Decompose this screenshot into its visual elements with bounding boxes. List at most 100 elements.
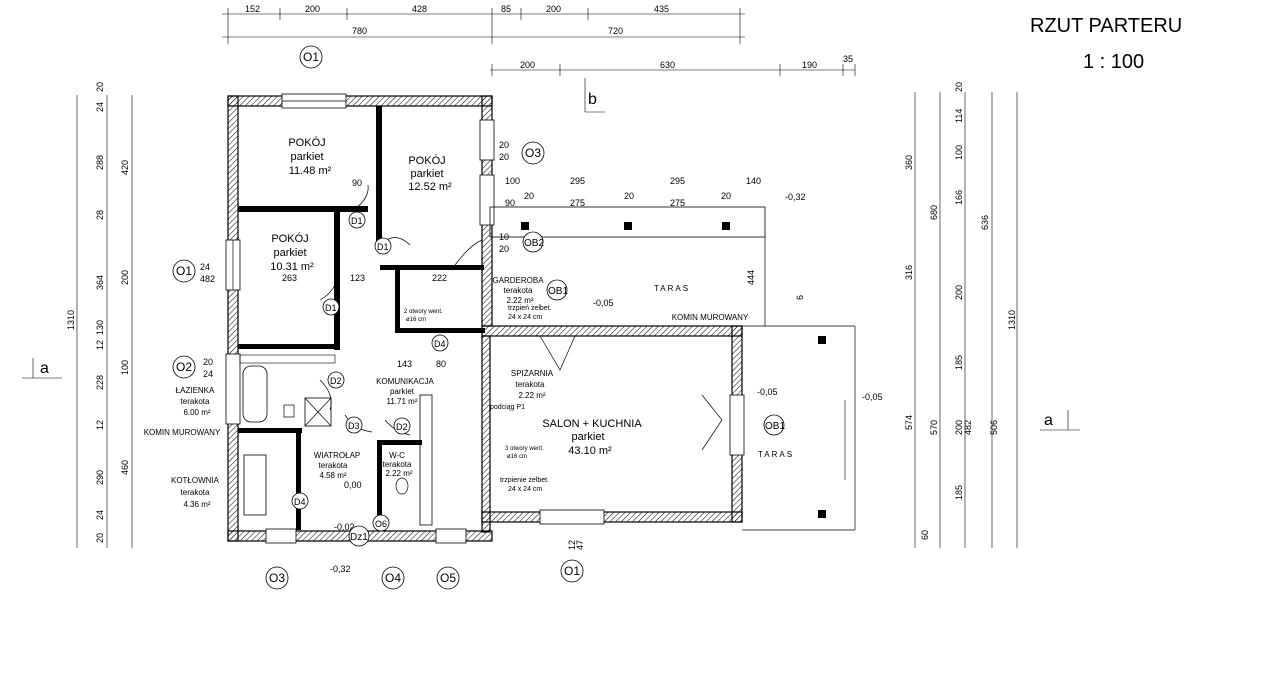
dim-misc-9: 20 xyxy=(203,357,213,367)
room-8-finish: parkiet xyxy=(571,431,604,443)
interior-dimensions: 100 295 295 140 90 275 275 20 20 20 90 2… xyxy=(200,140,805,550)
dim-left-in-3: 288 xyxy=(95,155,105,170)
room-2-finish: parkiet xyxy=(410,168,443,180)
room-10-finish: terakota xyxy=(383,460,412,469)
trzpien-label-2: trzpienie żelbet. xyxy=(500,477,549,484)
komin-label-left: KOMIN MUROWANY xyxy=(144,428,221,437)
dim-right-a-9: 200 xyxy=(954,420,964,435)
dim-top-6: 435 xyxy=(654,4,669,14)
dim-right-c-3: 574 xyxy=(904,415,914,430)
dim-misc-4: 263 xyxy=(282,273,297,283)
tag-o3-bottom: O3 xyxy=(269,571,285,585)
dim-left-in-11: 24 xyxy=(95,510,105,520)
dim-taras-top-2: 295 xyxy=(570,176,585,186)
tag-ob1-a: OB1 xyxy=(548,286,568,297)
dim-misc-22: 6 xyxy=(795,295,805,300)
dim-top-9: 200 xyxy=(520,60,535,70)
room-3-name: POKÓJ xyxy=(271,232,308,245)
left-dimensions: 1310 420 200 100 460 20 24 288 28 364 13… xyxy=(66,82,133,548)
room-4-finish: terakota xyxy=(181,397,210,406)
tag-o1-left: O1 xyxy=(176,264,192,278)
dim-left-in-9: 12 xyxy=(95,420,105,430)
trzpien-label-1b: 24 x 24 cm xyxy=(508,314,542,321)
dim-left-in-6: 130 xyxy=(95,320,105,335)
went-label-1b: ø16 cm xyxy=(406,317,426,323)
room-5-finish: parkiet xyxy=(390,387,415,396)
went-label-1: 2 otwory went. xyxy=(404,309,443,315)
dim-right-a-8: 185 xyxy=(954,355,964,370)
section-b-label: b xyxy=(588,91,597,108)
dim-right-a-2: 114 xyxy=(954,109,964,123)
dim-misc-5: 143 xyxy=(397,359,412,369)
tag-d1-c: D1 xyxy=(325,303,337,313)
right-dimensions: 1310 360 316 574 680 570 636 482 506 20 … xyxy=(904,82,1018,548)
room-1-area: 11.48 m² xyxy=(289,165,332,177)
dim-left-in-4: 28 xyxy=(95,210,105,220)
section-a-right-label: a xyxy=(1044,412,1053,429)
dim-right-a-3: 100 xyxy=(954,145,964,160)
dim-right-a-5: 200 xyxy=(954,285,964,300)
dim-left-in-8: 228 xyxy=(95,375,105,390)
level-3: -0,05 xyxy=(862,392,883,402)
tag-dz1: Dz1 xyxy=(350,532,368,543)
room-6-area: 2.22 m² xyxy=(506,296,533,305)
section-a-left-label: a xyxy=(40,360,49,377)
room-2-name: POKÓJ xyxy=(408,154,445,167)
dim-taras-mid-3: 275 xyxy=(670,198,685,208)
podciag-label: podciąg P1 xyxy=(490,404,525,411)
dim-misc-16: 20 xyxy=(499,244,509,254)
room-1-name: POKÓJ xyxy=(288,136,325,149)
dim-taras-mid-6: 20 xyxy=(721,191,731,201)
terrace-outline xyxy=(489,206,856,531)
plan-title: RZUT PARTERU xyxy=(1030,15,1182,37)
dim-left-in-7: 12 xyxy=(95,340,105,350)
dim-misc-13: 20 xyxy=(499,140,509,150)
room-9-finish: terakota xyxy=(319,461,348,470)
dim-misc-6: 80 xyxy=(436,359,446,369)
top-dimensions: 152 200 428 85 200 435 780 720 200 630 1… xyxy=(222,4,856,76)
room-4-area: 6.00 m² xyxy=(183,408,210,417)
dim-misc-10: 24 xyxy=(203,369,213,379)
room-9-name: WIATROŁAP xyxy=(314,451,361,460)
dim-top-10: 630 xyxy=(660,60,675,70)
room-8-name: SALON + KUCHNIA xyxy=(542,418,642,430)
plan-scale: 1 : 100 xyxy=(1083,51,1144,73)
doors xyxy=(319,184,723,451)
room-10-name: W-C xyxy=(389,451,405,460)
dim-taras-top-4: 140 xyxy=(746,176,761,186)
dim-right-a-4: 166 xyxy=(954,190,964,205)
room-11-finish: terakota xyxy=(181,488,210,497)
dim-top-8: 720 xyxy=(608,26,623,36)
tag-d1-b: D1 xyxy=(377,242,389,252)
komin-label-right: KOMIN MUROWANY xyxy=(672,313,749,322)
level-5: -0,32 xyxy=(330,564,351,574)
room-5-area: 11.71 m² xyxy=(387,397,418,406)
dim-left-mid-1: 420 xyxy=(120,160,130,175)
dim-taras-top-1: 100 xyxy=(505,176,520,186)
dim-misc-3: 123 xyxy=(350,273,365,283)
taras-label-top: TARAS xyxy=(654,284,690,293)
dim-right-b-4: 482 xyxy=(963,420,973,435)
room-11-area: 4.36 m² xyxy=(183,500,210,509)
dim-right-a-14: 60 xyxy=(920,530,930,540)
tag-o3-right: O3 xyxy=(525,146,541,160)
tag-ob2: OB2 xyxy=(524,238,544,249)
taras-label-right: TARAS xyxy=(758,450,794,459)
dim-taras-top-3: 295 xyxy=(670,176,685,186)
dim-right-c-1: 360 xyxy=(904,155,914,170)
dim-left-in-5: 364 xyxy=(95,275,105,290)
dim-right-b-3: 636 xyxy=(980,215,990,230)
level-2: -0,05 xyxy=(757,387,778,397)
dim-top-2: 200 xyxy=(305,4,320,14)
room-6-finish: terakota xyxy=(504,286,533,295)
tag-d2-b: D2 xyxy=(396,422,408,432)
room-2-area: 12.52 m² xyxy=(408,181,452,193)
room-7-finish: terakota xyxy=(516,380,545,389)
room-3-finish: parkiet xyxy=(273,247,306,259)
dim-top-12: 35 xyxy=(843,54,853,64)
section-markers xyxy=(22,78,1080,480)
room-10-area: 2.22 m² xyxy=(385,469,412,478)
room-6-name: GARDEROBA xyxy=(492,276,544,285)
dim-taras-mid-4: 20 xyxy=(524,191,534,201)
dim-right-c-2: 316 xyxy=(904,265,914,280)
